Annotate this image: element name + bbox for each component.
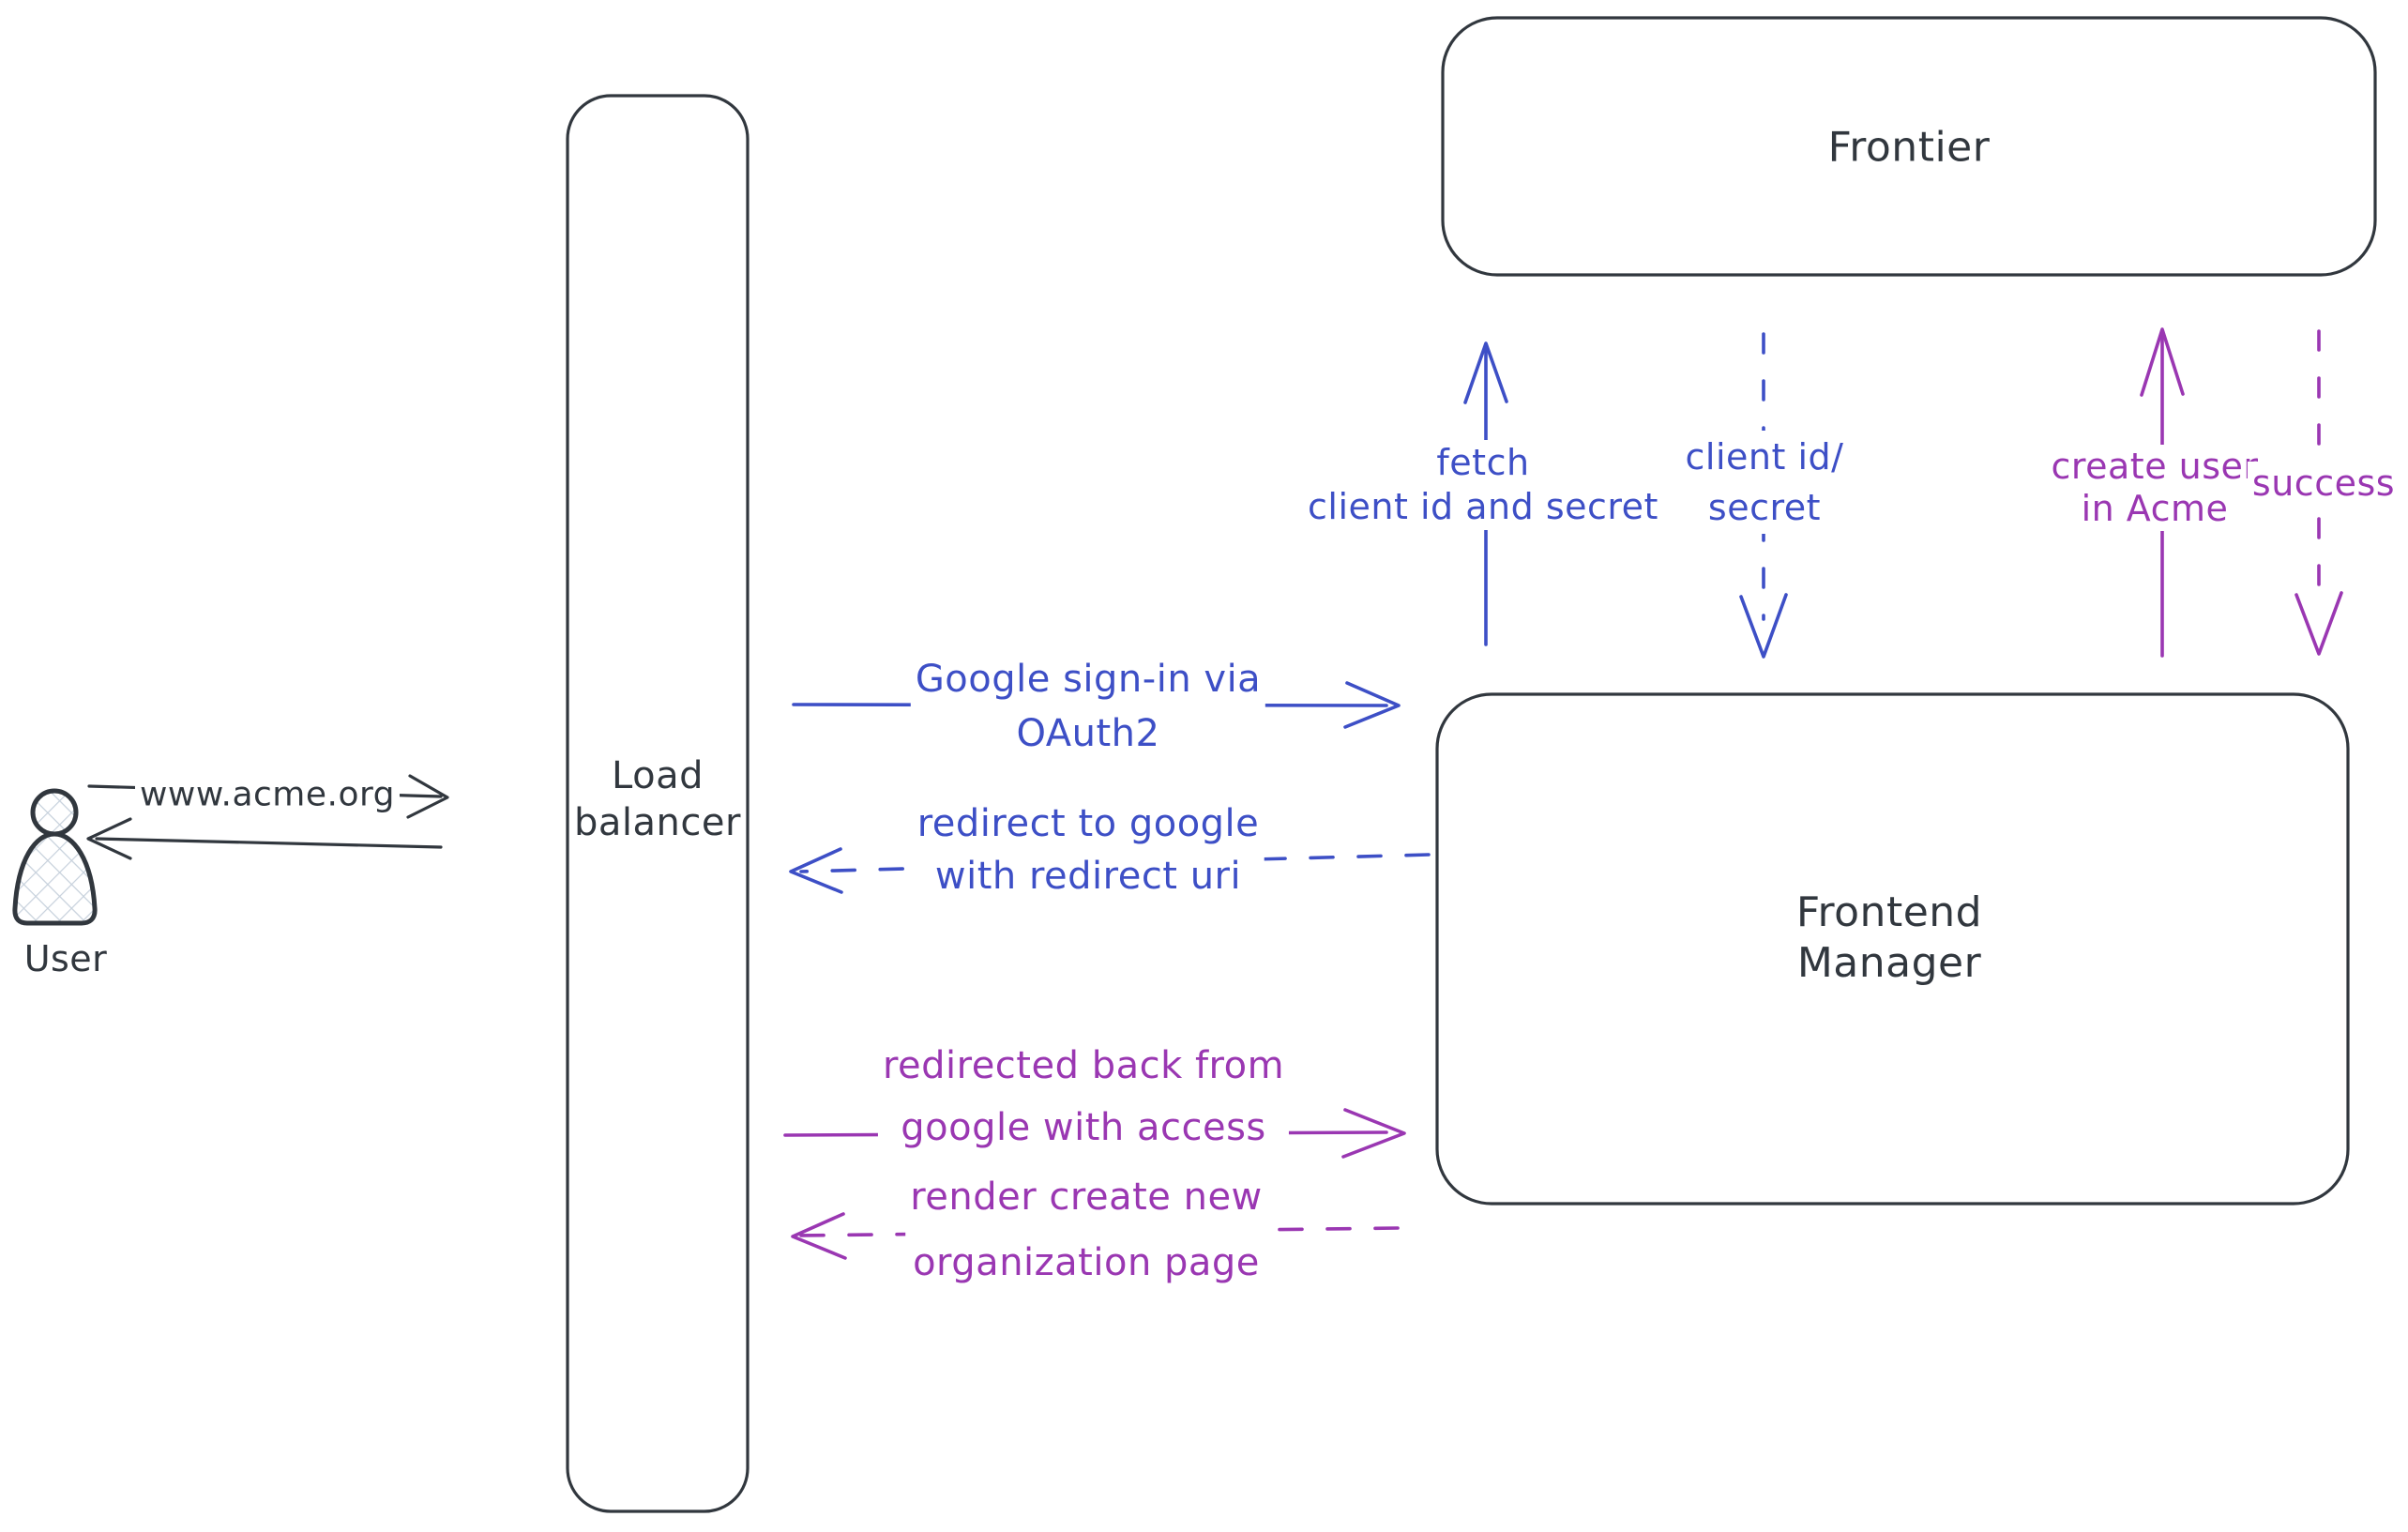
user-node-label[interactable]: User [23,938,108,979]
edge-lb-to-user[interactable] [86,817,443,860]
load-balancer-node-label[interactable]: Load balancer [574,754,741,844]
edge-redirect-google[interactable] [789,847,1431,894]
frontend-manager-node-label[interactable]: Frontend Manager [1795,888,1983,987]
edge-label-fetch-creds[interactable]: fetch client id and secret [1303,440,1663,530]
node-frontend-manager-box[interactable] [1435,692,2350,1206]
edge-label-success[interactable]: success [2247,462,2400,505]
node-frontier-box[interactable] [1441,16,2377,277]
user-person-icon[interactable] [12,788,98,926]
edge-label-create-user[interactable]: create user in Acme [2046,445,2264,531]
edge-label-www-acme[interactable]: www.acme.org [134,774,401,815]
edge-label-google-signin[interactable]: Google sign-in via OAuth2 [910,651,1266,762]
edge-label-client-id-secret[interactable]: client id/ secret [1680,431,1849,534]
edge-label-redirect-google[interactable]: redirect to google with redirect uri [912,796,1265,903]
frontier-node-label[interactable]: Frontier [1827,123,1991,172]
edge-label-render-page[interactable]: render create new organization page [905,1163,1267,1297]
node-load-balancer-box[interactable] [566,94,750,1513]
